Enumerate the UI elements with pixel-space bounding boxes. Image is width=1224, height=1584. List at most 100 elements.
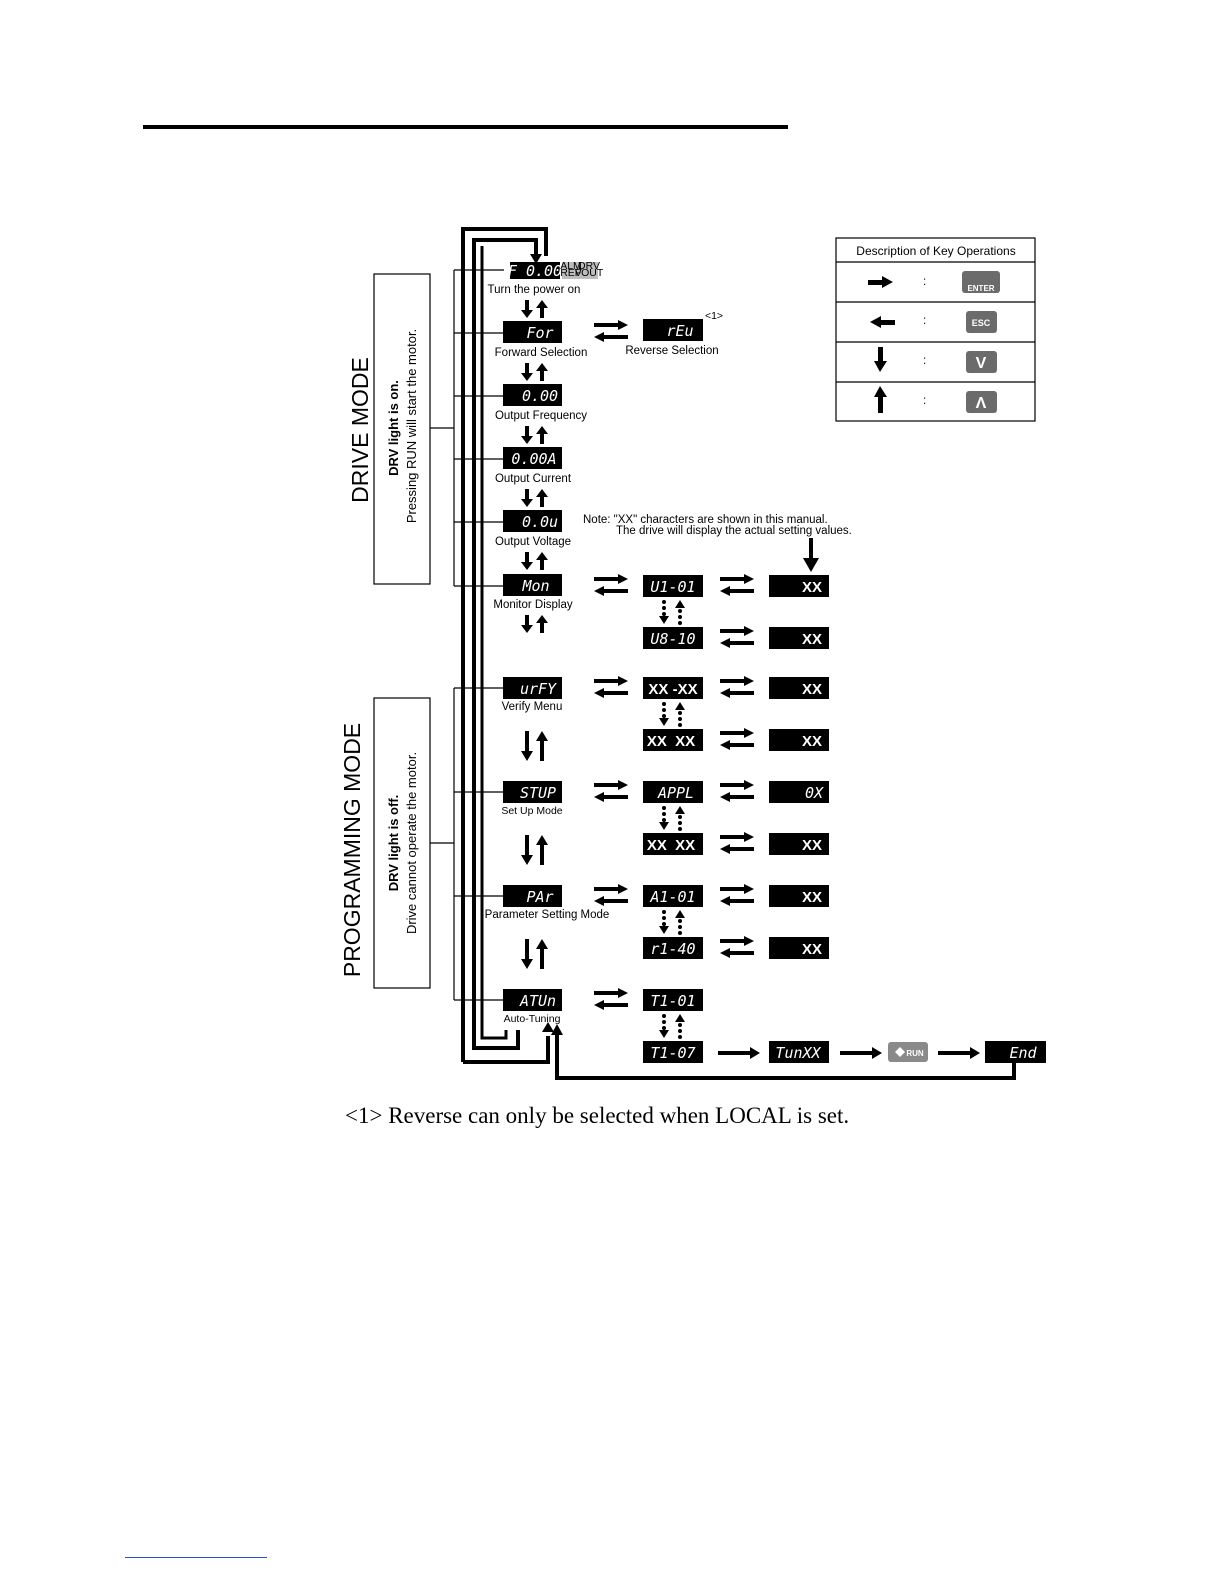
sub-displays: U1-01 U8-10 XX -XX XX XX APPL XX XX A1-0… xyxy=(643,575,703,1063)
main-column-6-display: urFY xyxy=(520,680,557,698)
drive-mode-box: DRIVE MODE DRV light is on. Pressing RUN… xyxy=(347,273,431,585)
value-displays-verify-first: XX xyxy=(802,681,822,698)
footer-rule xyxy=(125,1557,267,1558)
main-column-1-display: For xyxy=(526,324,553,342)
setup-mode-display: STUP Set Up Mode xyxy=(501,781,563,817)
auto-tuning-label: Auto-Tuning xyxy=(504,1013,561,1025)
value-displays-par-last: XX xyxy=(802,941,822,958)
enter-key-icon: ENTER xyxy=(962,271,1000,293)
monitor-display-display: Mon Monitor Display xyxy=(493,574,573,611)
value-displays: XX XX XX XX 0X XX XX XX xyxy=(769,575,829,959)
verify-menu-display: urFY Verify Menu xyxy=(502,677,563,713)
power-on-label: Turn the power on xyxy=(488,284,581,296)
sub-vertical-arrows xyxy=(659,600,685,1039)
note: Note: "XX" characters are shown in this … xyxy=(583,514,852,572)
key-legend-rows-1-key: ESC xyxy=(972,318,991,328)
key-legend: Description of Key Operations : : : : EN… xyxy=(835,237,1036,422)
drive-mode-title: DRIVE MODE xyxy=(347,357,373,503)
main-column-2-display: 0.00 xyxy=(522,387,558,405)
key-legend-separator: : xyxy=(923,355,926,367)
sub-displays-stup-last: XX XX xyxy=(647,837,695,854)
key-legend-separator: : xyxy=(923,315,926,327)
programming-mode-line1: DRV light is off. xyxy=(386,795,401,892)
main-column-4-display: 0.0u xyxy=(522,513,558,531)
forward-selection-label: Forward Selection xyxy=(495,347,588,359)
esc-key-icon: ESC xyxy=(966,311,997,333)
run-key-icon xyxy=(888,1042,928,1062)
main-column-8-display: PAr xyxy=(526,888,553,906)
key-legend-rows-2-key: V xyxy=(976,355,987,372)
horizontal-arrow-pairs xyxy=(594,320,754,1010)
output-voltage-display: 0.0u Output Voltage xyxy=(495,510,571,548)
main-column-7-display: STUP xyxy=(520,784,556,802)
sub-displays-mon-last: U8-10 xyxy=(650,630,695,648)
sub-displays-mon-first: U1-01 xyxy=(650,578,695,596)
parameter-setting-label: Parameter Setting Mode xyxy=(485,909,610,921)
key-legend-separator: : xyxy=(923,395,926,407)
sub-displays-tune-last: T1-07 xyxy=(650,1044,695,1062)
down-arrow-icon xyxy=(874,347,887,372)
drive-mode-line2: Pressing RUN will start the motor. xyxy=(404,329,419,523)
up-key-icon: Λ xyxy=(966,391,997,413)
key-legend-title: Description of Key Operations xyxy=(856,244,1015,258)
power-on-display: F 0.00 ALM REV DRV FOUT Turn the power o… xyxy=(488,260,604,296)
setup-mode-label: Set Up Mode xyxy=(501,805,562,817)
return-loop-lines xyxy=(461,227,1016,1080)
left-arrow-icon xyxy=(870,316,895,328)
main-column-5-display: Mon xyxy=(521,577,549,595)
sub-displays-par-first: A1-01 xyxy=(649,888,695,906)
programming-mode-box: PROGRAMMING MODE DRV light is off. Drive… xyxy=(339,697,431,989)
value-displays-mon-first: XX xyxy=(802,579,822,596)
key-legend-rows-3-key: Λ xyxy=(976,395,987,412)
value-displays-mon-last: XX xyxy=(802,631,822,648)
sub-displays-tune-first: T1-01 xyxy=(650,992,695,1010)
parameter-setting-display: PAr Parameter Setting Mode xyxy=(485,885,610,921)
monitor-display-label: Monitor Display xyxy=(493,599,572,611)
forward-selection-display: For Forward Selection xyxy=(495,321,588,359)
up-arrow-icon xyxy=(874,386,887,413)
power-on-side-right: DRV xyxy=(578,260,600,272)
output-current-display: 0.00A Output Current xyxy=(495,447,572,485)
footnote: <1> Reverse can only be selected when LO… xyxy=(345,1103,849,1128)
power-on-side-left: ALM xyxy=(560,260,582,272)
value-displays-par-first: XX xyxy=(802,889,822,906)
output-current-label: Output Current xyxy=(495,473,572,485)
key-legend-rows-0-key: ENTER xyxy=(967,284,994,293)
reverse-display: rEu xyxy=(666,322,693,340)
verify-menu-label: Verify Menu xyxy=(502,701,563,713)
power-on-side-right2: FOUT xyxy=(575,267,604,279)
down-key-icon: V xyxy=(966,351,997,373)
power-on-display-text: F 0.00 xyxy=(508,262,562,280)
output-voltage-label: Output Voltage xyxy=(495,536,571,548)
sub-displays-stup-first: APPL xyxy=(657,784,694,802)
auto-tuning-run-row: TunXX RUN End xyxy=(718,1041,1046,1063)
drive-mode-line1: DRV light is on. xyxy=(386,380,401,476)
right-arrow-icon xyxy=(868,276,893,288)
value-displays-stup-last: XX xyxy=(802,837,822,854)
reverse-selection-display: rEu Reverse Selection <1> xyxy=(625,310,723,357)
note-line1: Note: "XX" characters are shown in this … xyxy=(583,514,828,526)
mode-brackets xyxy=(430,269,504,1001)
programming-mode-title: PROGRAMMING MODE xyxy=(339,723,365,977)
note-line2: The drive will display the actual settin… xyxy=(616,525,852,537)
tune-run-display: TunXX xyxy=(775,1044,821,1062)
power-on-side-left2: REV xyxy=(560,267,582,279)
sub-displays-run-key: RUN xyxy=(906,1049,924,1058)
output-frequency-label: Output Frequency xyxy=(495,410,587,422)
programming-mode-line2: Drive cannot operate the motor. xyxy=(404,752,419,934)
reverse-note-ref: <1> xyxy=(705,310,723,322)
sub-displays-par-last: r1-40 xyxy=(650,940,695,958)
output-frequency-display: 0.00 Output Frequency xyxy=(495,384,587,422)
sub-displays-verify-last: XX XX xyxy=(647,733,695,750)
sub-displays-verify-first: XX -XX xyxy=(648,681,697,698)
auto-tuning-display: ATUn Auto-Tuning xyxy=(503,989,562,1025)
value-displays-verify-last: XX xyxy=(802,733,822,750)
value-displays-stup-first: 0X xyxy=(805,784,824,802)
main-column-3-display: 0.00A xyxy=(511,450,556,468)
reverse-selection-label: Reverse Selection xyxy=(625,345,718,357)
key-legend-separator: : xyxy=(923,276,926,288)
header-rule xyxy=(143,125,788,129)
vertical-arrow-pairs xyxy=(521,300,548,969)
end-display: End xyxy=(1009,1044,1037,1062)
